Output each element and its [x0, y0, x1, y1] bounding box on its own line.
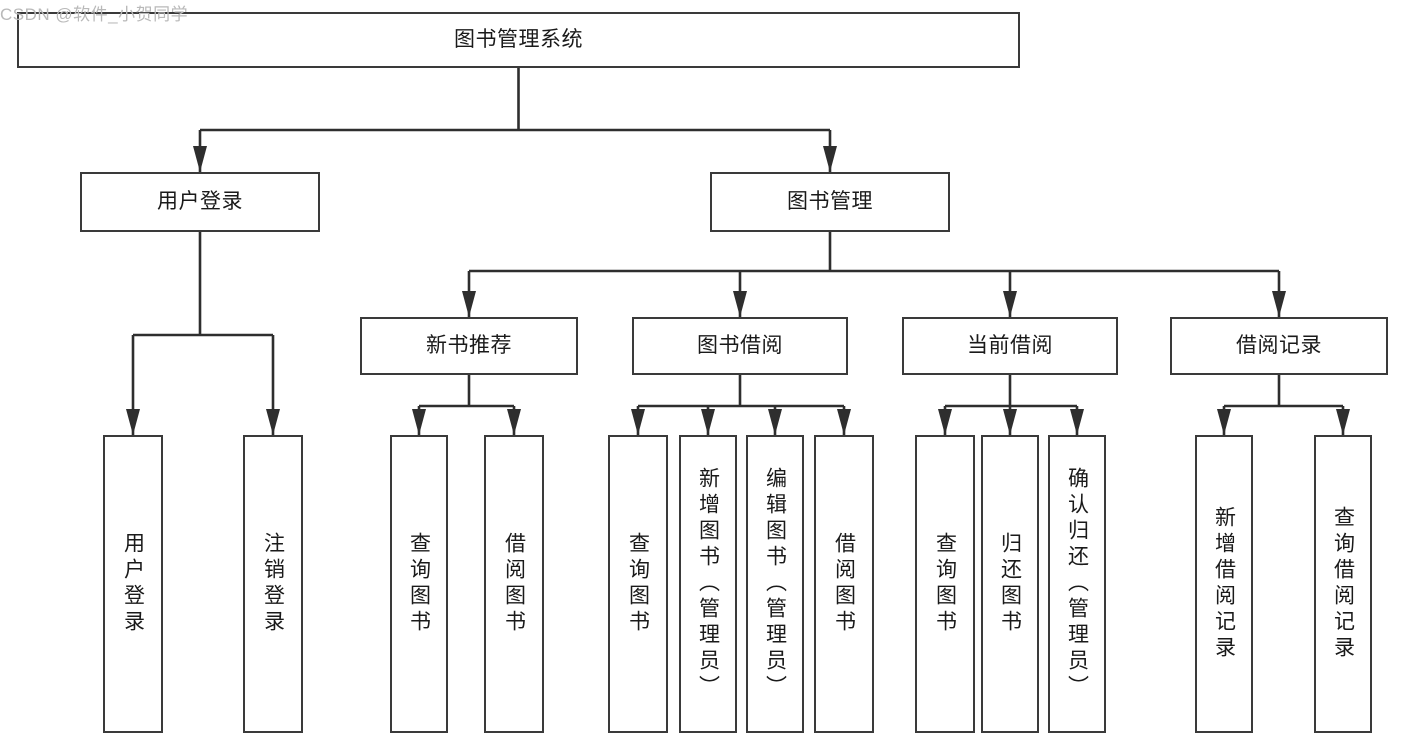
node-leaf-return-book: 归还图书: [981, 435, 1039, 733]
edge-arrowhead: [1336, 409, 1350, 435]
node-new-book-recommend: 新书推荐: [360, 317, 578, 375]
node-label: 新书推荐: [426, 334, 512, 358]
node-leaf-confirm-return-admin: 确认归还（管理员）: [1048, 435, 1106, 733]
node-label: 确认归还（管理员）: [1065, 467, 1089, 701]
node-leaf-borrow-book-2: 借阅图书: [814, 435, 874, 733]
node-leaf-query-book-3: 查询图书: [915, 435, 975, 733]
edge-arrowhead: [938, 409, 952, 435]
edge-arrowhead: [126, 409, 140, 435]
watermark-text: CSDN @软件_小贺同学: [0, 5, 189, 24]
node-leaf-user-logout: 注销登录: [243, 435, 303, 733]
node-borrow-record: 借阅记录: [1170, 317, 1388, 375]
edge-arrowhead: [193, 146, 207, 172]
edge-arrowhead: [1003, 291, 1017, 317]
node-label: 新增借阅记录: [1212, 506, 1236, 662]
node-leaf-borrow-book-1: 借阅图书: [484, 435, 544, 733]
edge-arrowhead: [837, 409, 851, 435]
node-label: 归还图书: [998, 532, 1022, 636]
node-label: 新增图书（管理员）: [696, 467, 720, 701]
node-leaf-add-book-admin: 新增图书（管理员）: [679, 435, 737, 733]
node-leaf-query-book-1: 查询图书: [390, 435, 448, 733]
node-label: 借阅图书: [502, 532, 526, 636]
node-leaf-edit-book-admin: 编辑图书（管理员）: [746, 435, 804, 733]
edge-arrowhead: [631, 409, 645, 435]
edge-arrowhead: [1272, 291, 1286, 317]
node-leaf-query-book-2: 查询图书: [608, 435, 668, 733]
node-leaf-user-login: 用户登录: [103, 435, 163, 733]
node-label: 查询图书: [407, 532, 431, 636]
node-book-manage: 图书管理: [710, 172, 950, 232]
node-label: 图书管理系统: [454, 28, 583, 52]
edge-arrowhead: [701, 409, 715, 435]
node-label: 借阅图书: [832, 532, 856, 636]
edge-arrowhead: [266, 409, 280, 435]
node-book-borrow: 图书借阅: [632, 317, 848, 375]
node-label: 图书借阅: [697, 334, 783, 358]
edge-arrowhead: [1070, 409, 1084, 435]
edge-arrowhead: [507, 409, 521, 435]
edge-arrowhead: [768, 409, 782, 435]
node-label: 查询借阅记录: [1331, 506, 1355, 662]
node-label: 当前借阅: [967, 334, 1053, 358]
edge-arrowhead: [733, 291, 747, 317]
node-current-borrow: 当前借阅: [902, 317, 1118, 375]
node-label: 图书管理: [787, 190, 873, 214]
edge-arrowhead: [1217, 409, 1231, 435]
node-leaf-add-record: 新增借阅记录: [1195, 435, 1253, 733]
edge-arrowhead: [823, 146, 837, 172]
edge-arrowhead: [412, 409, 426, 435]
edge-arrowhead: [462, 291, 476, 317]
node-label: 借阅记录: [1236, 334, 1322, 358]
edge-arrowhead: [1003, 409, 1017, 435]
node-label: 查询图书: [626, 532, 650, 636]
node-label: 注销登录: [261, 532, 285, 636]
node-root: 图书管理系统: [17, 12, 1020, 68]
node-user-login: 用户登录: [80, 172, 320, 232]
node-label: 查询图书: [933, 532, 957, 636]
node-label: 用户登录: [157, 190, 243, 214]
node-label: 用户登录: [121, 532, 145, 636]
node-leaf-query-record: 查询借阅记录: [1314, 435, 1372, 733]
node-label: 编辑图书（管理员）: [763, 467, 787, 701]
